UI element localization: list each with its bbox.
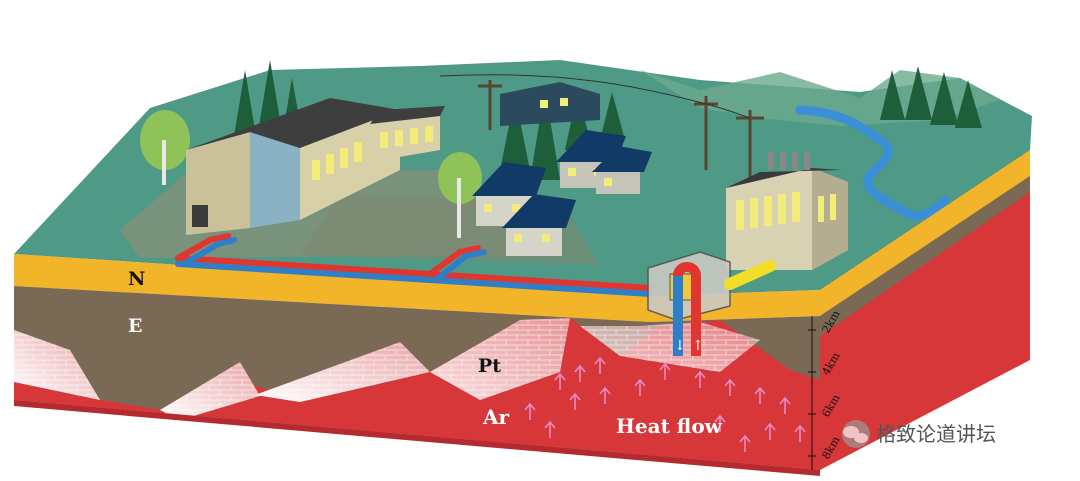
svg-text:↑: ↑ (692, 338, 704, 354)
power-lines (439, 74, 764, 200)
houses (472, 82, 652, 256)
basement-right-face (820, 176, 1030, 470)
label-e: E (128, 315, 142, 337)
wechat-icon (842, 420, 870, 448)
sand-layer (14, 150, 1030, 322)
label-heat-flow: Heat flow (616, 414, 723, 438)
heat-exchanger: ↓ ↑ (647, 251, 776, 356)
label-pt: Pt (478, 355, 501, 377)
heat-flow-arrows (524, 356, 806, 452)
basement-front-face (14, 318, 820, 476)
factory-building (186, 98, 445, 235)
watermark-text: 格致论道讲坛 (876, 422, 996, 446)
power-station (726, 152, 848, 270)
label-n: N (128, 268, 145, 290)
pipe-network (175, 233, 653, 297)
label-ar: Ar (482, 405, 510, 429)
svg-text:↓: ↓ (674, 338, 686, 354)
birch-trees (140, 110, 482, 238)
watermark: 格致论道讲坛 (842, 420, 996, 448)
river (795, 105, 950, 221)
